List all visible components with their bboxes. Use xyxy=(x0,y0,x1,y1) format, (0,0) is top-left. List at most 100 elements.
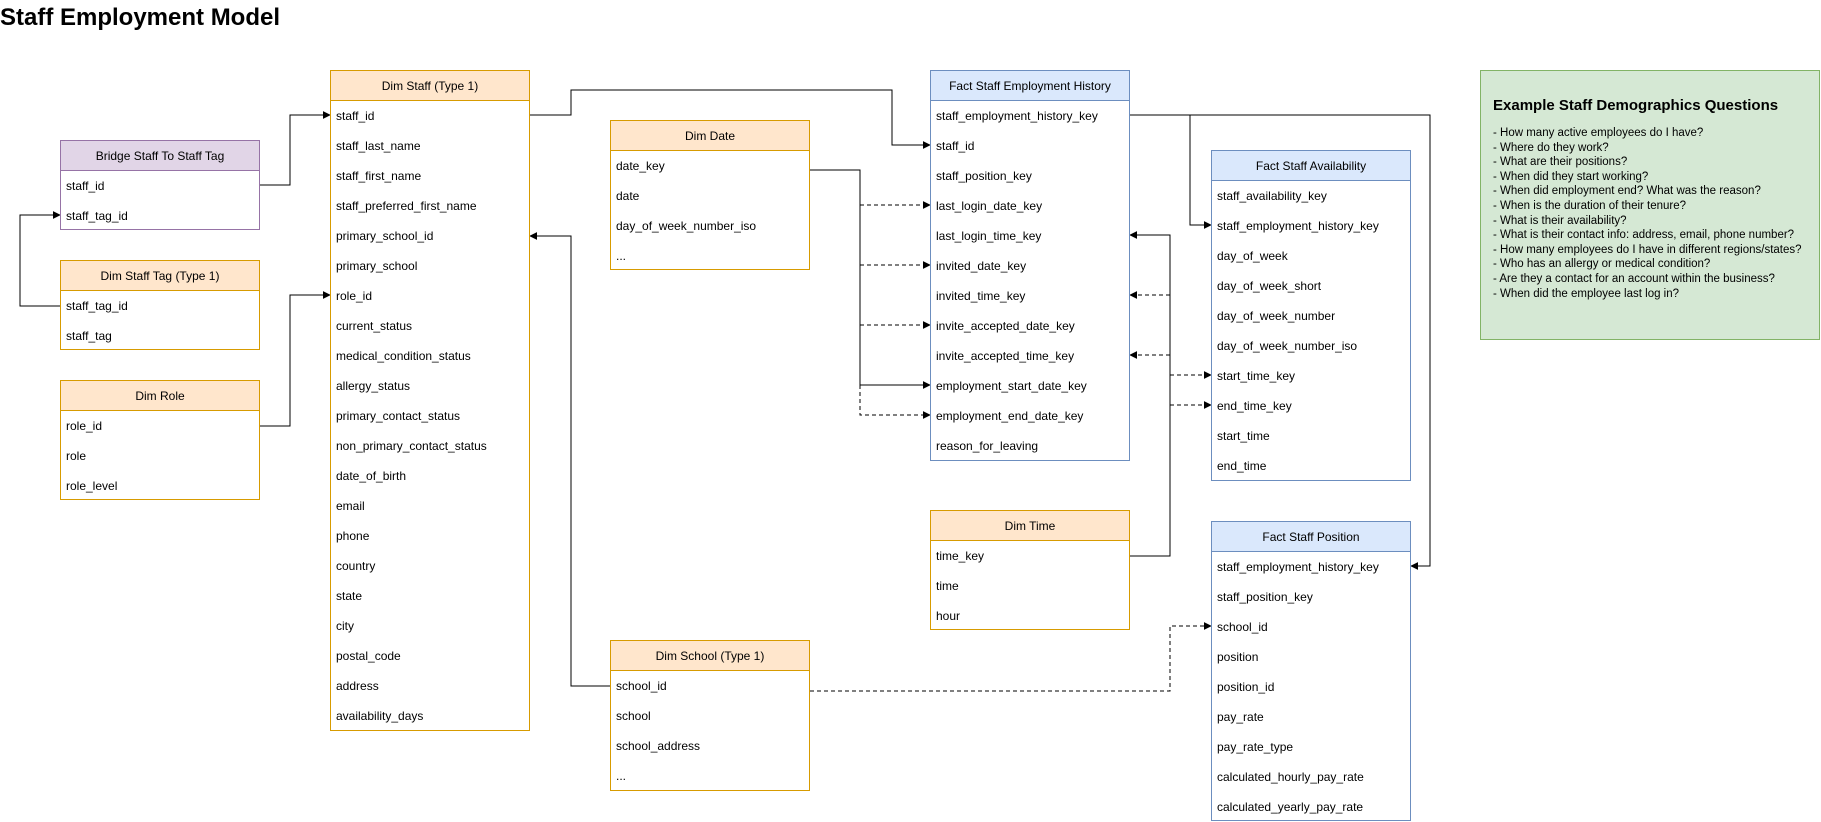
link-emp-availability xyxy=(1130,114,1212,229)
field-primary-contact-status: primary_contact_status xyxy=(336,409,461,423)
questions-title: Example Staff Demographics Questions xyxy=(1493,97,1779,114)
fact-availability-title: Fact Staff Availability xyxy=(1212,151,1410,181)
field-invite-accepted-date-key: invite_accepted_date_key xyxy=(936,319,1075,333)
dim-staff-title: Dim Staff (Type 1) xyxy=(331,71,529,101)
field-address: address xyxy=(336,679,379,693)
field-staff-tag-id: staff_tag_id xyxy=(66,299,128,313)
question-item: - How many active employees do I have? xyxy=(1493,127,1704,139)
link-date-start xyxy=(810,169,931,389)
question-item: - What is their availability? xyxy=(1493,214,1627,227)
dim-school-title: Dim School (Type 1) xyxy=(611,641,809,671)
question-item: - When did the employee last log in? xyxy=(1493,287,1680,300)
field-primary-school-id: primary_school_id xyxy=(336,229,434,243)
field-non-primary-contact-status: non_primary_contact_status xyxy=(336,439,487,453)
link-role xyxy=(260,291,331,427)
field-calculated-hourly-pay-rate: calculated_hourly_pay_rate xyxy=(1217,770,1364,784)
question-item: - When is the duration of their tenure? xyxy=(1493,199,1687,212)
link-staff-fact xyxy=(530,89,931,149)
field-ellipsis: ... xyxy=(616,249,627,263)
question-item: - What is their contact info: address, e… xyxy=(1493,229,1795,242)
field-state: state xyxy=(336,589,363,603)
field-phone: phone xyxy=(336,529,370,543)
field-last-login-time-key: last_login_time_key xyxy=(936,229,1042,243)
field-role-id: role_id xyxy=(336,289,373,303)
field-staff-id: staff_id xyxy=(336,109,375,123)
questions-note[interactable]: Example Staff Demographics Questions - H… xyxy=(1480,70,1820,340)
field-calculated-yearly-pay-rate: calculated_yearly_pay_rate xyxy=(1217,800,1364,814)
field-end-time-key: end_time_key xyxy=(1217,399,1292,413)
field-staff-availability-key: staff_availability_key xyxy=(1217,189,1327,203)
field-hour: hour xyxy=(936,609,961,623)
dim-time-title: Dim Time xyxy=(931,511,1129,541)
field-staff-employment-history-key: staff_employment_history_key xyxy=(1217,219,1379,233)
question-item: - How many employees do I have in differ… xyxy=(1493,243,1802,256)
field-current-status: current_status xyxy=(336,319,413,333)
field-date-key: date_key xyxy=(616,159,665,173)
field-position-id: position_id xyxy=(1217,680,1275,694)
field-staff-last-name: staff_last_name xyxy=(336,139,421,153)
dim-time-table[interactable]: Dim Time time_key time hour xyxy=(930,510,1130,630)
fact-position-table[interactable]: Fact Staff Position staff_employment_his… xyxy=(1211,521,1411,821)
link-time-login xyxy=(1129,231,1171,557)
field-employment-start-date-key: employment_start_date_key xyxy=(936,379,1087,393)
dim-date-table[interactable]: Dim Date date_key date day_of_week_numbe… xyxy=(610,120,810,270)
question-item: - Where do they work? xyxy=(1493,141,1609,154)
field-time: time xyxy=(936,579,959,593)
field-date: date xyxy=(616,189,640,203)
question-item: - Who has an allergy or medical conditio… xyxy=(1493,258,1711,271)
field-email: email xyxy=(336,499,365,513)
field-day-of-week-number-iso: day_of_week_number_iso xyxy=(1217,339,1358,353)
field-staff-first-name: staff_first_name xyxy=(336,169,422,183)
dim-staff-table[interactable]: Dim Staff (Type 1) staff_id staff_last_n… xyxy=(330,70,530,731)
field-day-of-week-short: day_of_week_short xyxy=(1217,279,1322,293)
field-reason-for-leaving: reason_for_leaving xyxy=(936,439,1039,453)
dim-staff-tag-table[interactable]: Dim Staff Tag (Type 1) staff_tag_id staf… xyxy=(60,260,260,350)
field-role: role xyxy=(66,449,87,463)
field-availability-days: availability_days xyxy=(336,709,424,723)
field-staff-id: staff_id xyxy=(66,179,105,193)
field-staff-tag: staff_tag xyxy=(66,329,112,343)
field-staff-preferred-first-name: staff_preferred_first_name xyxy=(336,199,477,213)
field-invited-time-key: invited_time_key xyxy=(936,289,1026,303)
field-invited-date-key: invited_date_key xyxy=(936,259,1027,273)
field-school-id: school_id xyxy=(1217,620,1268,634)
field-postal-code: postal_code xyxy=(336,649,401,663)
field-staff-id: staff_id xyxy=(936,139,975,153)
field-allergy-status: allergy_status xyxy=(336,379,411,393)
field-role-id: role_id xyxy=(66,419,103,433)
field-ellipsis: ... xyxy=(616,769,627,783)
link-school-staff xyxy=(529,232,610,687)
field-staff-tag-id: staff_tag_id xyxy=(66,209,128,223)
fact-availability-table[interactable]: Fact Staff Availability staff_availabili… xyxy=(1211,150,1411,481)
dim-school-table[interactable]: Dim School (Type 1) school_id school sch… xyxy=(610,640,810,791)
bridge-staff-tag-title: Bridge Staff To Staff Tag xyxy=(61,141,259,171)
field-day-of-week-number-iso: day_of_week_number_iso xyxy=(616,219,757,233)
dim-role-table[interactable]: Dim Role role_id role role_level xyxy=(60,380,260,500)
page-title: Staff Employment Model xyxy=(0,4,281,31)
question-item: - When did they start working? xyxy=(1493,170,1649,183)
fact-position-title: Fact Staff Position xyxy=(1212,522,1410,552)
field-end-time: end_time xyxy=(1217,459,1267,473)
fact-employment-history-table[interactable]: Fact Staff Employment History staff_empl… xyxy=(930,70,1130,461)
field-employment-end-date-key: employment_end_date_key xyxy=(936,409,1084,423)
field-staff-position-key: staff_position_key xyxy=(936,169,1032,183)
link-date-end xyxy=(859,385,931,419)
field-staff-employment-history-key: staff_employment_history_key xyxy=(936,109,1098,123)
field-staff-position-key: staff_position_key xyxy=(1217,590,1313,604)
field-day-of-week-number: day_of_week_number xyxy=(1217,309,1336,323)
bridge-staff-tag-table[interactable]: Bridge Staff To Staff Tag staff_id staff… xyxy=(60,140,260,230)
field-position: position xyxy=(1217,650,1259,664)
field-date-of-birth: date_of_birth xyxy=(336,469,407,483)
link-emp-position xyxy=(1190,114,1431,570)
field-country: country xyxy=(336,559,376,573)
field-primary-school: primary_school xyxy=(336,259,418,273)
question-item: - What are their positions? xyxy=(1493,156,1628,169)
question-item: - When did employment end? What was the … xyxy=(1493,185,1761,198)
link-school-position xyxy=(810,622,1212,692)
field-day-of-week: day_of_week xyxy=(1217,249,1288,263)
field-role-level: role_level xyxy=(66,479,118,493)
field-school-id: school_id xyxy=(616,679,667,693)
field-city: city xyxy=(336,619,354,633)
field-last-login-date-key: last_login_date_key xyxy=(936,199,1043,213)
